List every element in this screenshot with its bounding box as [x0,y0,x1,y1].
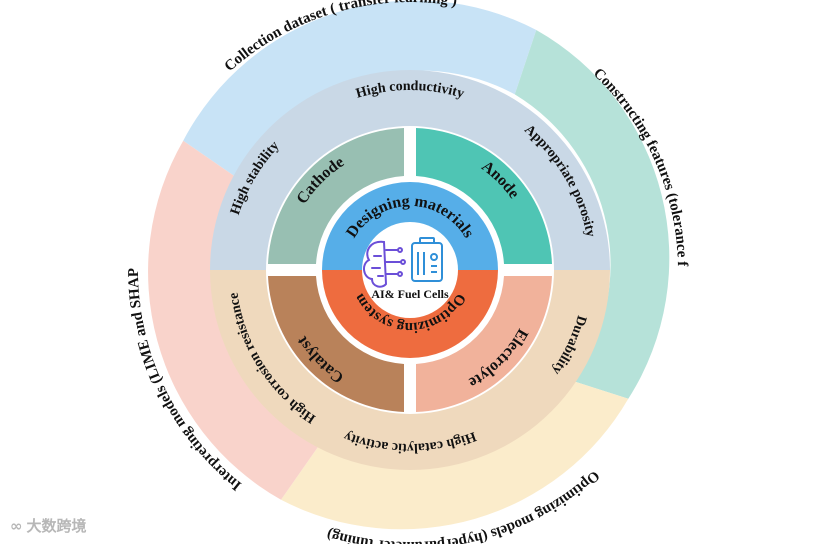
watermark-text: 大数跨境 [26,517,87,535]
anode-segment [416,128,552,264]
fuel-cell-icon [411,237,443,282]
properties-ring [210,70,610,470]
components-ring [268,128,552,412]
watermark-logo-icon: ∞ [10,516,23,535]
center-disc [362,222,458,318]
watermark: ∞ 大数跨境 [10,515,87,536]
catalyst-segment [268,276,404,412]
ai-brain-icon [363,240,406,288]
properties-ring-bottom [210,270,610,470]
center-circle [322,182,498,358]
cathode-segment [268,128,404,264]
outer-segment-interpreting [148,140,321,500]
property-high-conductivity: High conductivity [354,79,465,102]
outer-segment-constructing [514,30,670,399]
electrolyte-segment [416,276,552,412]
properties-ring-top [210,70,610,270]
center-title: AI& Fuel Cells [371,287,449,301]
